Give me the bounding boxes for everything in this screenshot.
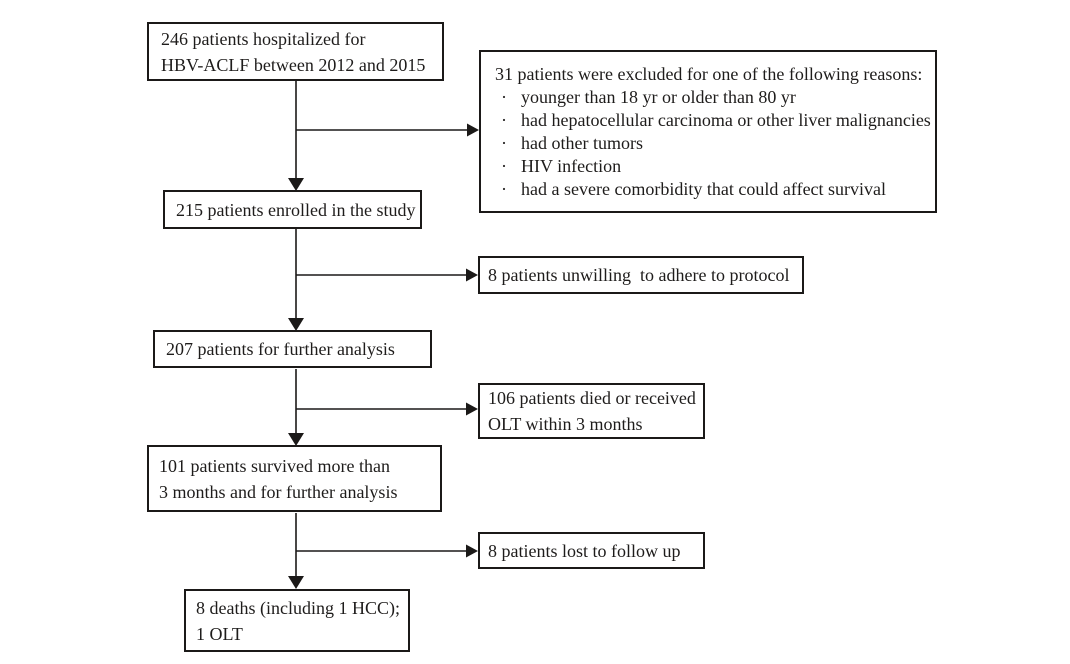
excluded-reason-item: · had a severe comorbidity that could af… [487, 178, 886, 201]
node-text-line: 246 patients hospitalized for [161, 28, 366, 49]
node-text-line: 207 patients for further analysis [166, 339, 395, 359]
excluded-reason-text: had other tumors [521, 132, 643, 153]
node-text-line: OLT within 3 months [488, 414, 643, 434]
bullet-icon: · [501, 155, 507, 176]
node-lost-followup-8: 8 patients lost to follow up [478, 532, 705, 569]
node-text-line: 106 patients died or received [488, 388, 696, 408]
arrowhead-right-icon [467, 123, 479, 137]
node-text-line: 101 patients survived more than [159, 455, 390, 476]
bullet-icon: · [501, 86, 507, 107]
arrowhead-down-icon [288, 576, 304, 589]
node-text-line: HBV-ACLF between 2012 and 2015 [161, 54, 426, 75]
arrowhead-right-icon [466, 402, 478, 416]
arrowhead-right-icon [466, 268, 478, 282]
node-text-line: 1 OLT [196, 623, 243, 644]
node-further-analysis-207: 207 patients for further analysis [153, 330, 432, 368]
excluded-reason-item: · had other tumors [487, 132, 643, 155]
node-outcome-deaths-olt: 8 deaths (including 1 HCC); 1 OLT [184, 589, 410, 652]
excluded-reason-item: · younger than 18 yr or older than 80 yr [487, 86, 796, 109]
node-survived-101: 101 patients survived more than 3 months… [147, 445, 442, 512]
arrowhead-right-icon [466, 544, 478, 558]
excluded-reason-item: · had hepatocellular carcinoma or other … [487, 109, 931, 132]
node-text-line: 215 patients enrolled in the study [176, 199, 416, 220]
excluded-reason-text: HIV infection [521, 155, 622, 176]
bullet-icon: · [501, 178, 507, 199]
bullet-icon: · [501, 109, 507, 130]
node-text-line: 8 patients lost to follow up [488, 540, 681, 561]
node-text-line: 8 deaths (including 1 HCC); [196, 597, 400, 618]
excluded-title: 31 patients were excluded for one of the… [495, 63, 923, 84]
node-text-line: 8 patients unwilling to adhere to protoc… [488, 265, 790, 285]
node-text-line: 3 months and for further analysis [159, 481, 398, 502]
node-unwilling-8: 8 patients unwilling to adhere to protoc… [478, 256, 804, 294]
excluded-reason-item: · HIV infection [487, 155, 621, 178]
node-enrolled-215: 215 patients enrolled in the study [163, 190, 422, 229]
excluded-reason-text: had a severe comorbidity that could affe… [521, 178, 887, 199]
excluded-reason-text: had hepatocellular carcinoma or other li… [521, 109, 931, 130]
node-died-or-olt-106: 106 patients died or received OLT within… [478, 383, 705, 439]
node-excluded-31: 31 patients were excluded for one of the… [479, 50, 937, 213]
excluded-reason-text: younger than 18 yr or older than 80 yr [521, 86, 796, 107]
node-hospitalized-246: 246 patients hospitalized for HBV-ACLF b… [147, 22, 444, 81]
bullet-icon: · [501, 132, 507, 153]
